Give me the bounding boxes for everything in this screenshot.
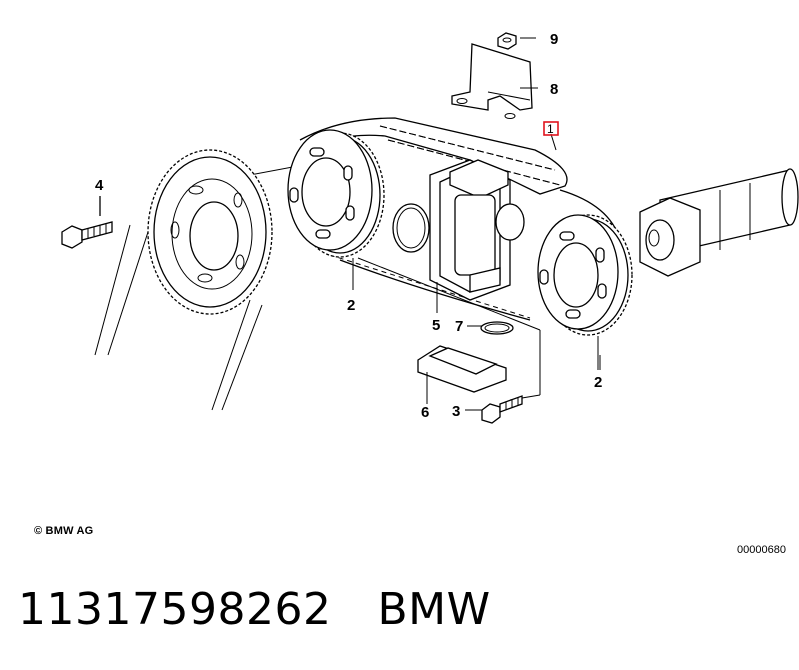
callout-5: 5 [432,317,440,334]
callout-2-right: 2 [594,374,602,391]
copyright-notice: © BMW AG [34,525,94,537]
callout-1: 1 [547,122,554,136]
chain-tensioner-5 [449,159,525,293]
bracket-8 [451,43,533,119]
large-sprocket [147,149,273,315]
nut-9 [497,32,536,50]
part-number: 11317598262 [18,584,332,635]
leader-lines [352,87,599,411]
part-caption: 11317598262 BMW [18,584,491,635]
callout-4: 4 [95,177,104,194]
bolt-3 [481,395,523,424]
brand-name: BMW [377,584,491,635]
callout-6: 6 [421,404,429,421]
cam-sprocket-left [287,129,385,258]
callout-7: 7 [455,318,463,335]
guide-rail-6 [417,345,507,393]
bolt-4 [61,196,113,249]
highlight-box [543,121,559,136]
callout-2-left: 2 [347,297,355,314]
guide-lines [94,159,601,411]
callout-3: 3 [452,403,460,420]
cam-sprocket-right [537,214,633,336]
camshaft [639,168,799,277]
o-ring-7 [480,321,514,335]
callout-9: 9 [550,31,558,48]
diagram-id: 00000680 [737,544,786,556]
callout-8: 8 [550,81,558,98]
